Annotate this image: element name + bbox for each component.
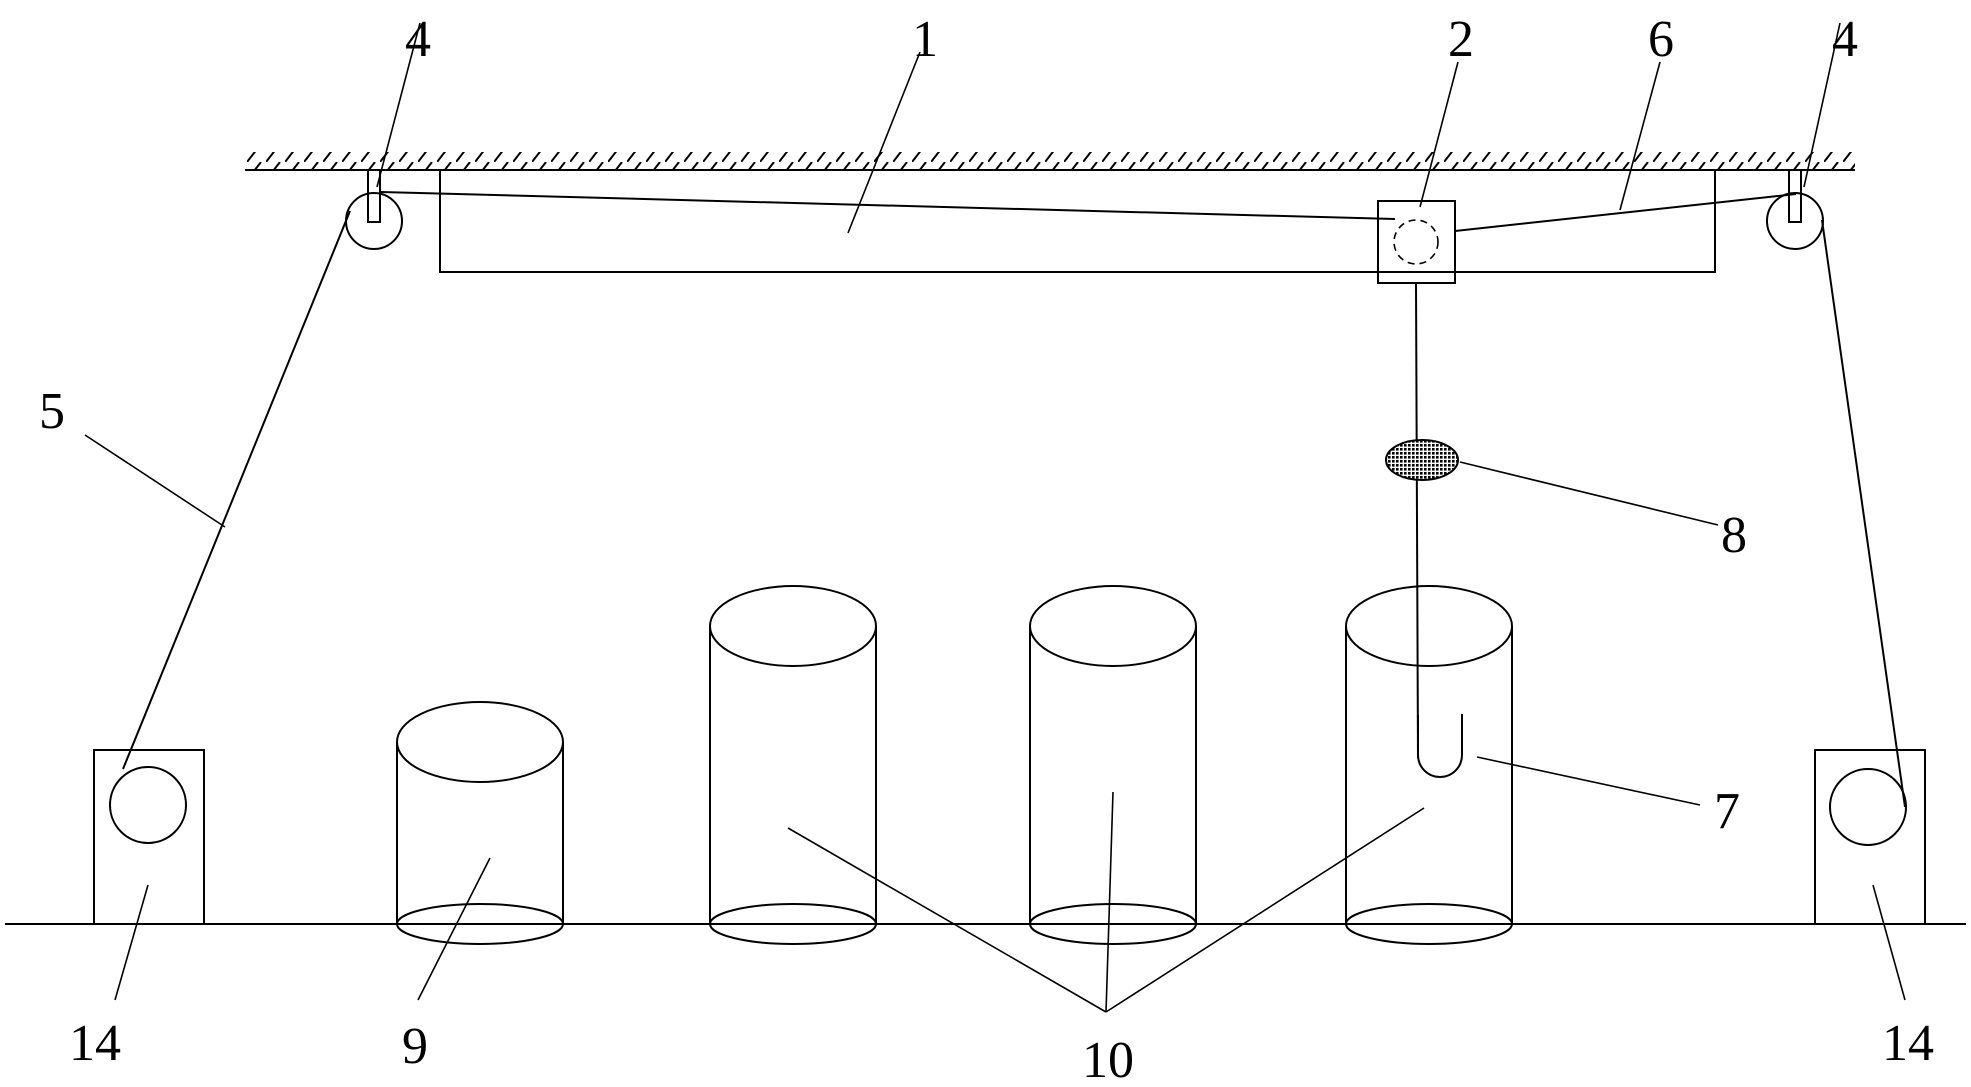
rail-track [439, 170, 1716, 273]
tall-tank-2 [1029, 585, 1197, 945]
label-8: 8 [1721, 507, 1747, 564]
left-winch [93, 749, 205, 925]
label-14-right: 14 [1882, 1015, 1934, 1072]
label-6: 6 [1648, 11, 1674, 68]
tall-tank-1 [709, 585, 877, 945]
left-pulley [345, 169, 403, 250]
leader-lines [84, 22, 1906, 1013]
label-9: 9 [402, 1018, 428, 1075]
label-7: 7 [1714, 783, 1740, 840]
trolley [1377, 200, 1456, 284]
right-winch [1814, 749, 1926, 925]
hook [1417, 714, 1463, 778]
ceiling [245, 152, 1855, 171]
label-14-left: 14 [69, 1015, 121, 1072]
right-pulley [1766, 169, 1824, 250]
cable [122, 191, 1906, 808]
hanging-line [1415, 282, 1419, 759]
tall-tank-3 [1345, 585, 1513, 945]
small-tank [396, 701, 564, 945]
label-4-right: 4 [1832, 11, 1858, 68]
label-10: 10 [1082, 1032, 1134, 1087]
label-4-left: 4 [405, 11, 431, 68]
reference-labels: 4 1 2 6 4 5 8 7 14 9 10 14 [39, 11, 1934, 1087]
label-1: 1 [912, 11, 938, 68]
label-5: 5 [39, 383, 65, 440]
label-2: 2 [1448, 11, 1474, 68]
weight-block [1385, 439, 1459, 481]
